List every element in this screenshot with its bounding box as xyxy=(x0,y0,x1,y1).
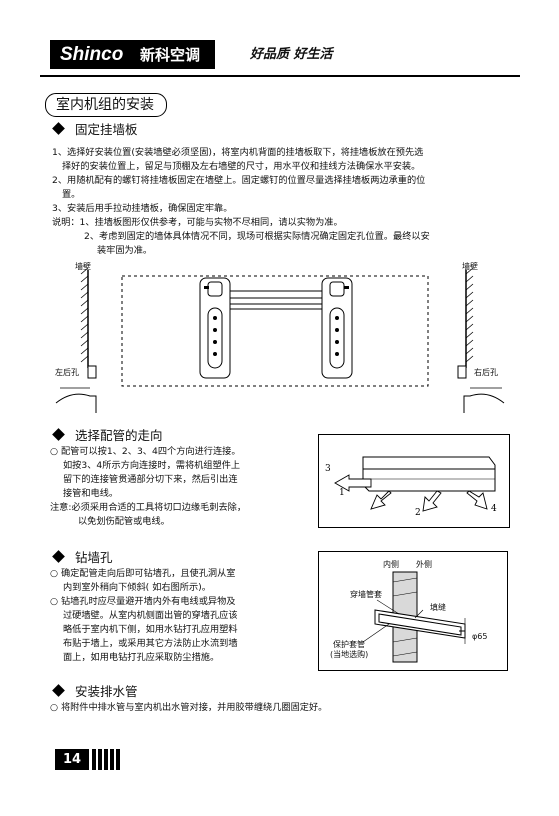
heading-text: 钻墙孔 xyxy=(75,550,113,565)
s4-line-1-text: 将附件中排水管与室内机出水管对接，并用胶带缠绕几圈固定好。 xyxy=(60,702,328,713)
circle-bullet-icon: ○ xyxy=(50,568,61,579)
heading-drain-pipe: 安装排水管 xyxy=(50,683,138,701)
s2-note-1: 注意:必须采用合适的工具将切口边缘毛刺去除， xyxy=(50,502,247,513)
direction-3-label: 3 xyxy=(325,464,331,474)
label-outside: 外侧 xyxy=(416,560,432,569)
s1-note-2: 2、考虑到固定的墙体具体情况不同，现场可根据实际情况确定固定孔位置。最终以安 xyxy=(84,231,430,242)
s2-line-1: ○ 配管可以按1、2、3、4四个方向进行连接。 xyxy=(50,445,241,459)
s2-note-2: 以免划伤配管或电线。 xyxy=(78,516,170,527)
direction-4-label: 4 xyxy=(491,504,497,514)
diamond-bullet-icon xyxy=(52,122,65,135)
direction-1-label: 1 xyxy=(339,488,345,498)
s3-line-3-text: 钻墙孔时应尽量避开墙内外有电线或异物及 xyxy=(60,596,236,607)
s4-line-1: ○ 将附件中排水管与室内机出水管对接，并用胶带缠绕几圈固定好。 xyxy=(50,701,327,715)
s3-line-2: 内到室外稍向下倾斜( 如右图所示)。 xyxy=(63,582,211,593)
heading-text: 安装排水管 xyxy=(75,684,138,699)
header-rule xyxy=(40,75,520,77)
label-fill-gap: 填缝 xyxy=(430,603,446,612)
heading-fix-wall-plate: 固定挂墙板 xyxy=(50,121,138,139)
s3-line-1: ○ 确定配管走向后即可钻墙孔，且使孔洞从室 xyxy=(50,567,236,581)
s3-line-4: 过硬墙壁。从室内机侧面出管的穿墙孔应该 xyxy=(63,610,238,621)
s1-line-1: 1、选择好安装位置(安装墙壁必须坚固)，将室内机背面的挂墙板取下，将挂墙板放在预… xyxy=(52,147,424,158)
section-title: 室内机组的安装 xyxy=(45,93,167,117)
s1-line-2: 择好的安装位置上，留足与顶棚及左右墙壁的尺寸，用水平仪和挂线方法确保水平安装。 xyxy=(62,161,421,172)
brand-name: 新科空调 xyxy=(140,46,201,64)
diamond-bullet-icon xyxy=(52,550,65,563)
page-number: 14 xyxy=(55,749,89,770)
header-bar xyxy=(50,40,215,69)
label-protect-sleeve: 保护套管 xyxy=(333,640,365,649)
label-local-purchase: (当地选购) xyxy=(330,650,369,659)
wall-hole-diagram xyxy=(318,551,508,671)
s1-note-1: 说明：1、挂墙板图形仅供参考，可能与实物不尽相同，请以实物为准。 xyxy=(52,217,343,228)
heading-pipe-direction: 选择配管的走向 xyxy=(50,427,163,445)
circle-bullet-icon: ○ xyxy=(50,596,61,607)
pipe-direction-diagram: 3 1 2 4 xyxy=(318,434,510,528)
label-hole-left: 左后孔 xyxy=(55,368,79,377)
brand-logo: Shinco xyxy=(60,44,124,65)
s3-line-1-text: 确定配管走向后即可钻墙孔，且使孔洞从室 xyxy=(60,568,236,579)
s2-line-2: 如按3、4所示方向连接时，需将机组塑件上 xyxy=(63,460,241,471)
s1-note-3: 装牢固为准。 xyxy=(97,245,153,256)
diamond-bullet-icon xyxy=(52,428,65,441)
s1-line-4: 置。 xyxy=(62,189,81,200)
slogan: 好品质 好生活 xyxy=(250,47,333,62)
label-wall-sleeve: 穿墙管套 xyxy=(350,590,382,599)
s1-line-5: 3、安装后用手拉动挂墙板，确保固定牢靠。 xyxy=(52,203,233,214)
circle-bullet-icon: ○ xyxy=(50,446,61,457)
page-bars-decoration xyxy=(92,749,120,770)
label-diameter: φ65 xyxy=(472,632,488,641)
s3-line-6: 布贴于墙上，或采用其它方法防止水流到墙 xyxy=(63,638,238,649)
s2-line-1-text: 配管可以按1、2、3、4四个方向进行连接。 xyxy=(60,446,241,457)
s2-line-4: 接管和电线。 xyxy=(63,488,119,499)
s3-line-7: 面上，如用电钻打孔应采取防尘措施。 xyxy=(63,652,220,663)
s3-line-3: ○ 钻墙孔时应尽量避开墙内外有电线或异物及 xyxy=(50,595,236,609)
label-hole-right: 右后孔 xyxy=(474,368,498,377)
s1-line-3: 2、用随机配有的螺钉将挂墙板固定在墙壁上。固定螺钉的位置尽量选择挂墙板两边承重的… xyxy=(52,175,426,186)
label-inside: 内侧 xyxy=(383,560,399,569)
diamond-bullet-icon xyxy=(52,684,65,697)
heading-text: 固定挂墙板 xyxy=(75,122,138,137)
s3-line-5: 略低于室内机下侧，如用水钻打孔应用塑料 xyxy=(63,624,238,635)
wall-plate-diagram xyxy=(55,267,505,413)
circle-bullet-icon: ○ xyxy=(50,702,61,713)
direction-2-label: 2 xyxy=(415,508,421,518)
label-wall-left: 墙壁 xyxy=(75,262,91,271)
label-wall-right: 墙壁 xyxy=(462,262,478,271)
s2-line-3: 留下的连接管贯通部分切下来，然后引出连 xyxy=(63,474,238,485)
heading-text: 选择配管的走向 xyxy=(75,428,163,443)
heading-drill-wall-hole: 钻墙孔 xyxy=(50,549,113,567)
